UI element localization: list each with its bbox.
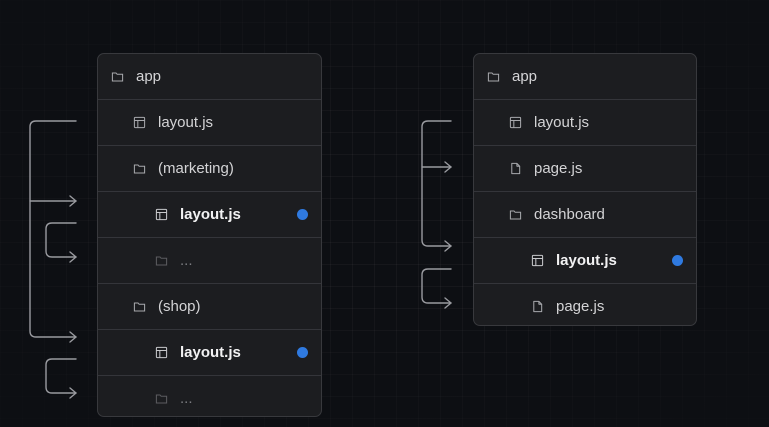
tree-row-marketing-layout[interactable]: layout.js xyxy=(98,192,321,238)
tree-row-label: layout.js xyxy=(180,344,241,361)
tree-row-layout[interactable]: layout.js xyxy=(98,100,321,146)
tree-row-shop[interactable]: (shop) xyxy=(98,284,321,330)
tree-row-label: app xyxy=(512,68,538,85)
layout-file-icon xyxy=(155,208,168,221)
tree-row-label: (marketing) xyxy=(158,160,234,177)
tree-row-label: layout.js xyxy=(180,206,241,223)
page-file-icon xyxy=(509,162,522,175)
folder-icon xyxy=(111,70,124,83)
tree-row-label: page.js xyxy=(534,160,583,177)
tree-row-label: layout.js xyxy=(556,252,617,269)
tree-row-label: layout.js xyxy=(534,114,590,131)
folder-icon xyxy=(155,392,168,405)
arrowhead xyxy=(69,195,77,207)
right-file-tree: app layout.js page.js dashboard layout.j… xyxy=(473,53,697,326)
tree-row-label: layout.js xyxy=(158,114,214,131)
tree-row-dashboard-page[interactable]: page.js xyxy=(474,284,696,325)
connector-right-main xyxy=(421,120,452,247)
tree-row-dashboard-layout[interactable]: layout.js xyxy=(474,238,696,284)
connector-left-shop xyxy=(45,358,77,394)
layout-file-icon xyxy=(133,116,146,129)
tree-row-label: app xyxy=(136,68,162,85)
arrowhead xyxy=(69,387,77,399)
tree-row-label: ... xyxy=(180,390,193,407)
tree-row-marketing-more[interactable]: ... xyxy=(98,238,321,284)
active-indicator-dot xyxy=(672,255,683,266)
arrowhead xyxy=(69,251,77,263)
folder-icon xyxy=(509,208,522,221)
arrowhead xyxy=(444,161,452,173)
tree-row-marketing[interactable]: (marketing) xyxy=(98,146,321,192)
tree-row-label: dashboard xyxy=(534,206,605,223)
layout-file-icon xyxy=(531,254,544,267)
folder-icon xyxy=(155,254,168,267)
folder-icon xyxy=(133,300,146,313)
tree-row-label: ... xyxy=(180,252,193,269)
connector-left-main xyxy=(29,120,77,338)
tree-row-page[interactable]: page.js xyxy=(474,146,696,192)
active-indicator-dot xyxy=(297,347,308,358)
active-indicator-dot xyxy=(297,209,308,220)
arrowhead xyxy=(444,240,452,252)
tree-row-label: (shop) xyxy=(158,298,201,315)
page-file-icon xyxy=(531,300,544,313)
tree-row-app[interactable]: app xyxy=(474,54,696,100)
layout-file-icon xyxy=(155,346,168,359)
layout-file-icon xyxy=(509,116,522,129)
arrowhead xyxy=(444,297,452,309)
tree-row-shop-more[interactable]: ... xyxy=(98,376,321,416)
arrowhead xyxy=(69,331,77,343)
connector-left-marketing xyxy=(45,222,77,258)
connector-right-dashboard xyxy=(421,268,452,304)
tree-row-layout[interactable]: layout.js xyxy=(474,100,696,146)
left-file-tree: app layout.js (marketing) layout.js ... … xyxy=(97,53,322,417)
tree-row-label: page.js xyxy=(556,298,605,315)
folder-icon xyxy=(487,70,500,83)
tree-row-app[interactable]: app xyxy=(98,54,321,100)
tree-row-dashboard[interactable]: dashboard xyxy=(474,192,696,238)
tree-row-shop-layout[interactable]: layout.js xyxy=(98,330,321,376)
folder-icon xyxy=(133,162,146,175)
